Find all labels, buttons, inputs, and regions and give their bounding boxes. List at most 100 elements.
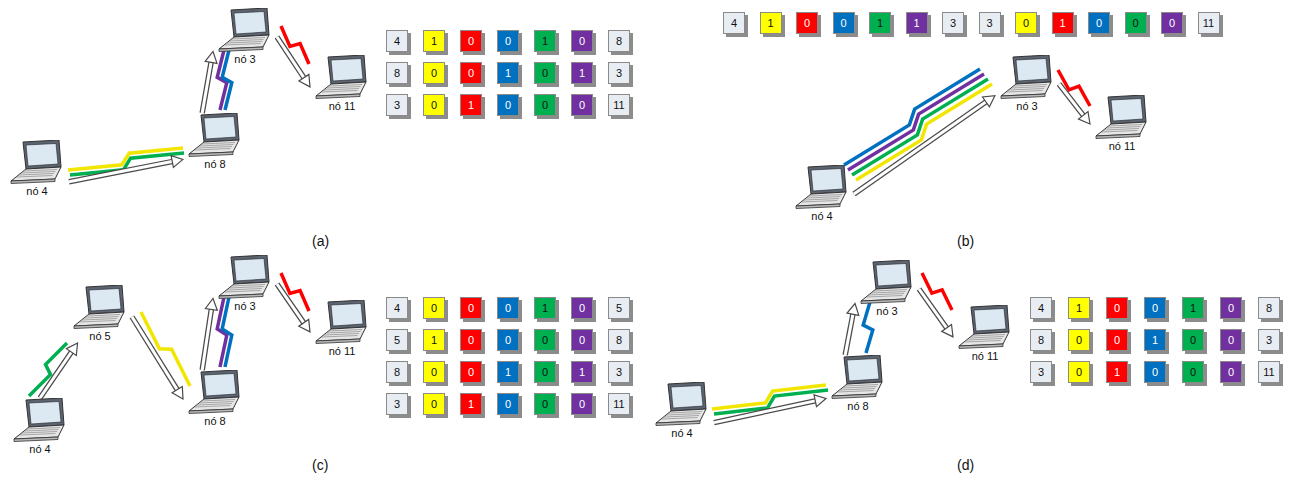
- packet-field: 0: [1068, 361, 1090, 383]
- laptop-icon: [957, 305, 1013, 349]
- packet-field: 0: [534, 94, 556, 116]
- wireless-bolt: [922, 273, 952, 310]
- hollow-arrow: [202, 52, 217, 114]
- packet-field: 0: [460, 62, 482, 84]
- packet-field: 0: [1144, 361, 1166, 383]
- laptop-node: nó 4: [5, 140, 69, 198]
- node-label: nó 11: [953, 349, 1017, 363]
- packet-field: 5: [608, 297, 630, 319]
- packet-field: 0: [460, 30, 482, 52]
- laptop-icon: [12, 398, 68, 442]
- packet-field: 0: [571, 297, 593, 319]
- packet-field: 8: [608, 30, 630, 52]
- laptop-node: nó 11: [310, 55, 374, 113]
- packet-field: 0: [571, 393, 593, 415]
- laptop-node: nó 3: [213, 255, 277, 313]
- packet-field: 3: [979, 12, 1001, 34]
- packet-field: 1: [571, 62, 593, 84]
- packet-field: 11: [608, 94, 630, 116]
- packet-field: 0: [497, 94, 519, 116]
- laptop-icon: [187, 370, 243, 414]
- laptop-icon: [9, 140, 65, 184]
- laptop-node: nó 3: [855, 260, 919, 318]
- packet-field: 1: [869, 12, 891, 34]
- packet-field: 0: [833, 12, 855, 34]
- node-label: nó 5: [68, 329, 132, 343]
- packet-field: 1: [460, 94, 482, 116]
- packet-field: 0: [1182, 329, 1204, 351]
- packet-field: 1: [906, 12, 928, 34]
- packet-field: 0: [534, 329, 556, 351]
- packet-field: 1: [1106, 361, 1128, 383]
- packet-field: 11: [1258, 361, 1280, 383]
- laptop-icon: [187, 113, 243, 157]
- packet-field: 0: [534, 393, 556, 415]
- packet-field: 3: [1030, 361, 1052, 383]
- laptop-icon: [1094, 95, 1150, 139]
- packet-field: 0: [423, 393, 445, 415]
- laptop-icon: [830, 355, 886, 399]
- packet-field: 0: [1125, 12, 1147, 34]
- node-label: nó 8: [826, 399, 890, 413]
- packet-field: 0: [1161, 12, 1183, 34]
- packet-field: 1: [423, 30, 445, 52]
- packet-field: 1: [534, 297, 556, 319]
- packet-field: 0: [423, 297, 445, 319]
- packet-field: 3: [942, 12, 964, 34]
- packet-field: 4: [723, 12, 745, 34]
- packet-field: 0: [497, 297, 519, 319]
- laptop-node: nó 8: [183, 370, 247, 428]
- panel-caption: (a): [312, 233, 329, 249]
- packet-field: 8: [386, 62, 408, 84]
- laptop-node: nó 4: [650, 382, 714, 440]
- packet-field: 4: [1030, 297, 1052, 319]
- node-label: nó 11: [1090, 139, 1154, 153]
- wireless-bolt: [848, 74, 984, 170]
- packet-field: 1: [1068, 297, 1090, 319]
- packet-field: 8: [1030, 329, 1052, 351]
- packet-field: 0: [1220, 329, 1242, 351]
- packet-field: 1: [497, 62, 519, 84]
- packet-field: 11: [1198, 12, 1220, 34]
- packet-field: 0: [423, 361, 445, 383]
- node-label: nó 3: [855, 304, 919, 318]
- node-label: nó 4: [5, 184, 69, 198]
- packet-field: 0: [423, 62, 445, 84]
- laptop-icon: [72, 285, 128, 329]
- laptop-icon: [794, 165, 850, 209]
- packet-field: 4: [386, 30, 408, 52]
- wireless-bolt: [222, 297, 232, 367]
- packet-field: 8: [386, 361, 408, 383]
- packet-field: 0: [1220, 361, 1242, 383]
- packet-field: 5: [386, 329, 408, 351]
- packet-field: 1: [534, 30, 556, 52]
- hollow-arrow: [919, 289, 953, 337]
- packet-field: 0: [1015, 12, 1037, 34]
- packet-field: 3: [386, 94, 408, 116]
- packet-field: 0: [571, 30, 593, 52]
- packet-field: 0: [1106, 329, 1128, 351]
- packet-field: 0: [1068, 329, 1090, 351]
- laptop-node: nó 3: [213, 8, 277, 66]
- packet-field: 0: [796, 12, 818, 34]
- packet-field: 0: [497, 30, 519, 52]
- laptop-icon: [314, 300, 370, 344]
- packet-field: 1: [1144, 329, 1166, 351]
- packet-field: 0: [534, 62, 556, 84]
- laptop-node: nó 11: [310, 300, 374, 358]
- laptop-node: nó 8: [826, 355, 890, 413]
- packet-field: 1: [760, 12, 782, 34]
- node-label: nó 4: [790, 209, 854, 223]
- node-label: nó 3: [995, 99, 1059, 113]
- wireless-bolt: [856, 84, 992, 180]
- wireless-bolt: [222, 50, 232, 110]
- node-label: nó 4: [8, 442, 72, 456]
- packet-field: 0: [460, 361, 482, 383]
- packet-field: 4: [386, 297, 408, 319]
- packet-field: 1: [571, 361, 593, 383]
- packet-field: 0: [1088, 12, 1110, 34]
- hollow-arrow: [132, 317, 183, 399]
- laptop-node: nó 8: [183, 113, 247, 171]
- packet-field: 1: [423, 329, 445, 351]
- node-label: nó 3: [213, 52, 277, 66]
